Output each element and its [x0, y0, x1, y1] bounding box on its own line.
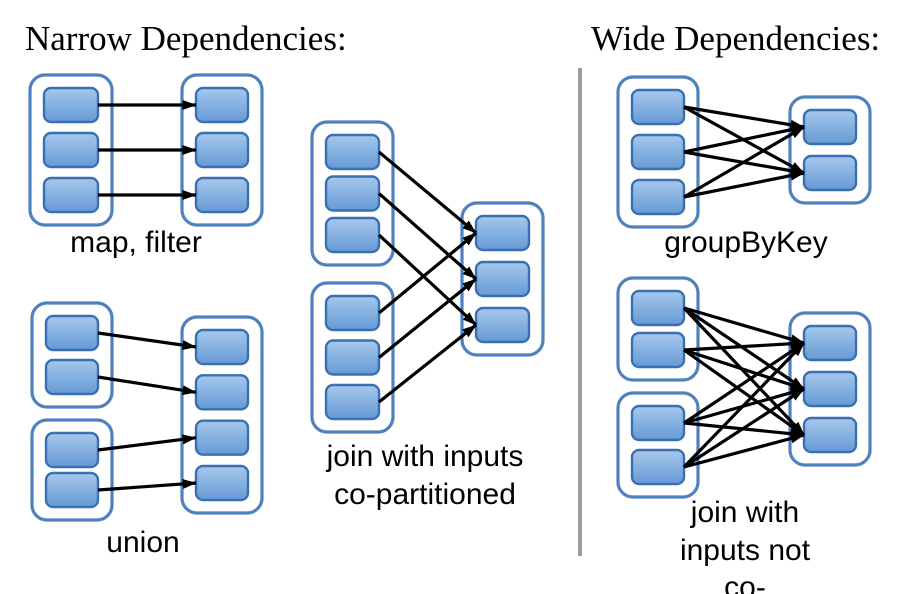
dependency-arrow [377, 150, 478, 235]
partition-box [44, 314, 100, 352]
partition-box [630, 133, 686, 171]
narrow-dependencies-heading: Narrow Dependencies: [25, 19, 347, 58]
partition-box [474, 214, 531, 252]
map-filter-label: map, filter [70, 226, 202, 259]
dependency-arrow [377, 277, 478, 359]
partition-box [44, 358, 100, 396]
dependency-arrow [683, 124, 805, 154]
partition-box [194, 131, 250, 169]
partition-box [194, 176, 250, 214]
dependency-arrow [683, 170, 805, 199]
section-divider [578, 68, 582, 556]
partition-box [630, 289, 686, 327]
wide-dependencies-heading: Wide Dependencies: [591, 19, 881, 58]
partition-box [42, 131, 100, 169]
partition-box [194, 464, 250, 502]
partition-box [802, 324, 858, 362]
dependency-arrow [377, 233, 478, 327]
partition-box [630, 404, 686, 442]
partition-box [324, 175, 381, 212]
partition-box [324, 216, 381, 254]
map-filter-diagram [28, 73, 264, 227]
dependency-arrow [683, 433, 805, 469]
dependency-arrow [683, 338, 805, 352]
union-diagram [30, 301, 264, 522]
partition-box [324, 383, 381, 421]
partition-box [802, 108, 858, 146]
partition-box [474, 260, 531, 298]
dependency-arrow [683, 341, 805, 425]
partition-box [194, 419, 250, 456]
dependency-arrow [378, 323, 477, 404]
groupbykey-label: groupByKey [664, 226, 828, 259]
partition-box [194, 374, 250, 411]
join-copartitioned-diagram [310, 120, 545, 434]
partition-box [44, 471, 100, 509]
partition-box [324, 294, 381, 332]
partition-box [802, 154, 858, 192]
partition-box [324, 339, 381, 376]
partition-box [474, 306, 531, 344]
partition-box [630, 88, 686, 126]
partition-box [630, 448, 686, 486]
dependency-arrow [683, 125, 805, 199]
dependency-arrow [377, 192, 478, 281]
union-label: union [106, 526, 180, 559]
partition-box [802, 416, 858, 454]
partition-box [44, 431, 100, 469]
join-not-copartitioned-label: join with inputs not co-partitioned [679, 496, 811, 594]
groupbykey-diagram [616, 75, 872, 229]
partition-box [194, 86, 250, 124]
dependency-arrow [682, 306, 806, 437]
dependency-arrow [682, 341, 806, 469]
dependency-arrow [683, 105, 805, 130]
dependency-arrow [683, 306, 805, 345]
partition-box [802, 370, 858, 408]
dependency-arrow [97, 434, 197, 452]
partition-box [630, 178, 686, 216]
rdd-partition-container [180, 315, 264, 515]
dependency-arrow [97, 478, 197, 492]
join-not-copartitioned-diagram [616, 276, 872, 499]
partition-box [324, 133, 381, 171]
partition-box [42, 86, 100, 124]
dependency-arrow [683, 306, 805, 391]
dependency-arrow [683, 348, 805, 437]
join-copartitioned-label: join with inputs co-partitioned [326, 440, 524, 511]
dependency-arrow [377, 231, 478, 315]
dependency-arrow [97, 375, 197, 396]
partition-box [630, 331, 686, 369]
dependency-arrow [683, 348, 805, 391]
partition-box [194, 328, 250, 366]
dependency-arrow [97, 331, 197, 351]
partition-box [42, 176, 100, 214]
dependency-arrow [683, 387, 805, 469]
